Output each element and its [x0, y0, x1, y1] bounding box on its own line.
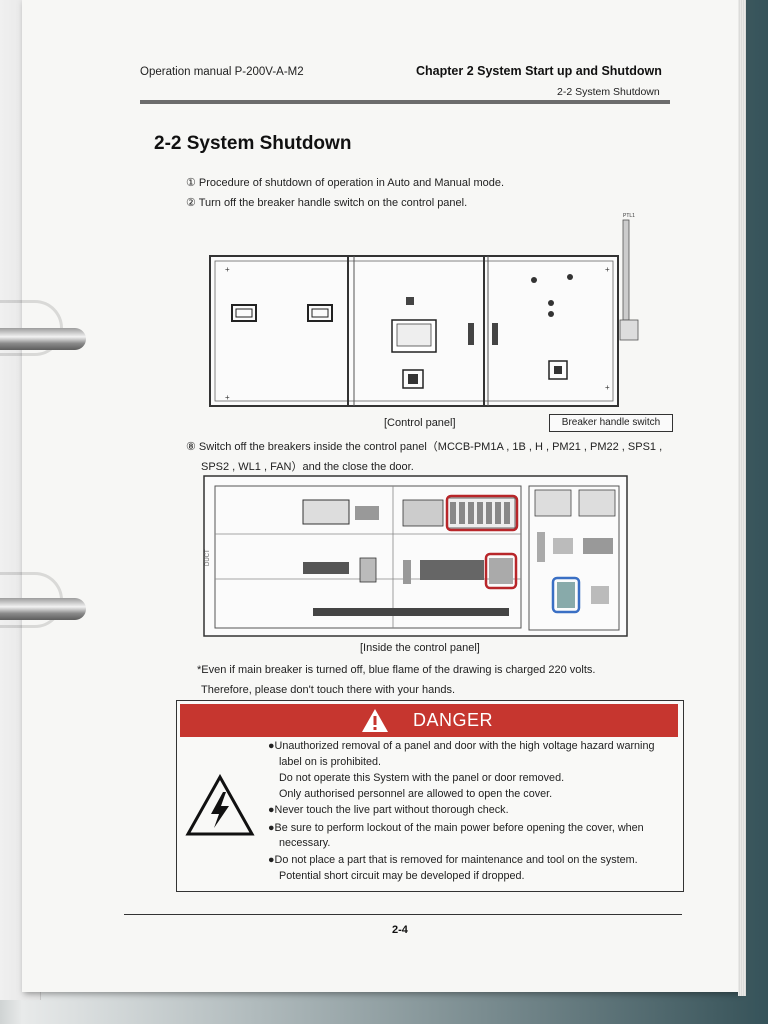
svg-text:+: + — [225, 265, 230, 274]
step-2: ② Turn off the breaker handle switch on … — [186, 197, 468, 209]
binder-ring-bottom — [0, 598, 86, 620]
danger-line-2: label on is prohibited. — [279, 756, 382, 768]
control-panel-caption: [Control panel] — [384, 417, 456, 429]
breaker-handle-switch-label: Breaker handle switch — [549, 414, 673, 432]
manual-id: Operation manual P-200V-A-M2 — [140, 66, 304, 78]
step-1: ① Procedure of shutdown of operation in … — [186, 177, 505, 189]
section-header: 2-2 System Shutdown — [557, 86, 660, 98]
inside-panel-drawing: DUCT — [203, 475, 628, 637]
danger-line-5: ●Never touch the live part without thoro… — [268, 804, 509, 816]
danger-line-8: ●Do not place a part that is removed for… — [268, 854, 638, 866]
danger-header-bar: DANGER — [180, 704, 678, 737]
footer-rule — [124, 914, 682, 915]
danger-title: DANGER — [413, 710, 494, 730]
step-8-line1: ⑧ Switch off the breakers inside the con… — [186, 441, 663, 453]
danger-line-6: ●Be sure to perform lockout of the main … — [268, 822, 644, 834]
svg-text:+: + — [605, 265, 610, 274]
warning-triangle-icon — [362, 709, 388, 732]
page-stack-edge — [738, 0, 746, 996]
control-panel-drawing: PTL1 + + + + — [209, 213, 639, 407]
binder-ring-top — [0, 328, 86, 350]
danger-line-9: Potential short circuit may be developed… — [279, 870, 525, 882]
danger-line-1: ●Unauthorized removal of a panel and doo… — [268, 740, 655, 752]
inside-panel-caption: [Inside the control panel] — [360, 642, 480, 654]
danger-panel: DANGER ●Unauthorized removal of a panel … — [176, 700, 684, 892]
warning-note-line1: *Even if main breaker is turned off, blu… — [197, 664, 596, 676]
high-voltage-icon — [185, 774, 255, 836]
header-rule — [140, 100, 670, 104]
danger-line-4: Only authorised personnel are allowed to… — [279, 788, 553, 800]
svg-text:DUCT: DUCT — [205, 549, 211, 566]
section-title: 2-2 System Shutdown — [154, 133, 352, 154]
warning-note-line2: Therefore, please don't touch there with… — [201, 684, 456, 696]
svg-text:+: + — [225, 393, 230, 402]
danger-line-7: necessary. — [279, 837, 331, 849]
danger-line-3: Do not operate this System with the pane… — [279, 772, 565, 784]
svg-text:PTL1: PTL1 — [623, 213, 635, 219]
svg-text:+: + — [605, 383, 610, 392]
step-8-line2: SPS2 , WL1 , FAN）and the close the door. — [201, 461, 414, 473]
chapter-title: Chapter 2 System Start up and Shutdown — [416, 64, 662, 78]
page-number: 2-4 — [392, 924, 408, 936]
